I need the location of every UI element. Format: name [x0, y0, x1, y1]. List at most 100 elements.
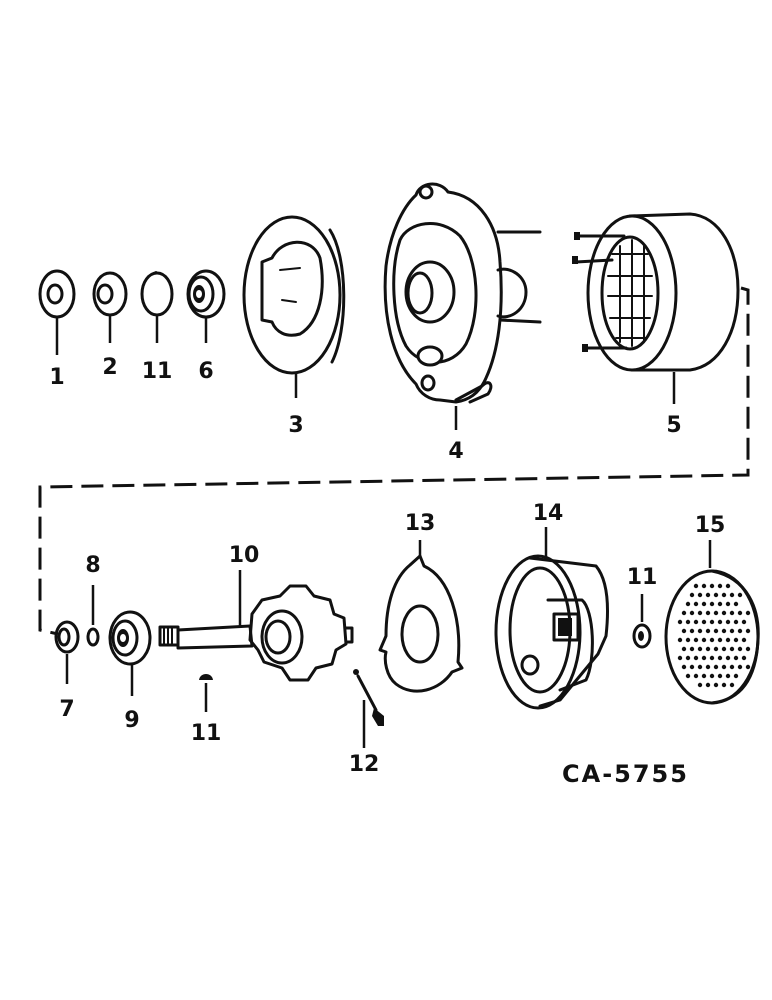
perforation-hole [705, 592, 711, 598]
perforation-hole [721, 610, 727, 616]
perforation-hole [733, 619, 739, 625]
label-part-11-row1: 11 [142, 359, 173, 384]
perforation-hole [745, 610, 751, 616]
label-part-10: 10 [229, 543, 260, 568]
perforation-hole [717, 583, 723, 589]
label-part-11-row2: 11 [191, 721, 222, 746]
perforation-hole [697, 610, 703, 616]
part-end-frame-14 [494, 527, 610, 710]
perforation-hole [737, 664, 743, 670]
perforation-hole [701, 601, 707, 607]
perforation-hole [681, 610, 687, 616]
perforation-hole [705, 682, 711, 688]
perforation-hole [713, 628, 719, 634]
part-washer-8 [86, 585, 100, 647]
part-key-11 [199, 674, 213, 712]
perforation-hole [709, 655, 715, 661]
perforation-hole [689, 610, 695, 616]
perforation-hole [705, 610, 711, 616]
perforation-hole [729, 682, 735, 688]
perforation-hole [709, 601, 715, 607]
part-retainer-plate-3 [242, 215, 346, 398]
perforation-hole [725, 673, 731, 679]
label-part-12: 12 [349, 752, 380, 777]
label-part-7: 7 [59, 697, 74, 722]
perforation-hole [705, 664, 711, 670]
perforation-hole [721, 682, 727, 688]
perforation-hole [729, 628, 735, 634]
perforation-hole [721, 664, 727, 670]
perforation-hole [729, 610, 735, 616]
perforation-hole [725, 637, 731, 643]
perforation-hole [717, 619, 723, 625]
label-part-9: 9 [124, 708, 139, 733]
label-part-2: 2 [102, 355, 117, 380]
perforation-hole [701, 583, 707, 589]
part-drive-end-frame-4 [383, 182, 542, 430]
part-lead-12 [353, 669, 384, 748]
perforation-hole [737, 646, 743, 652]
perforation-hole [681, 628, 687, 634]
perforation-hole [745, 628, 751, 634]
perforation-hole [701, 637, 707, 643]
perforation-hole [697, 592, 703, 598]
perforation-hole [693, 673, 699, 679]
part-washer-1 [38, 269, 76, 355]
perforation-hole [729, 664, 735, 670]
perforation-hole [693, 637, 699, 643]
perforation-hole [717, 601, 723, 607]
perforation-hole [737, 592, 743, 598]
perforation-hole [733, 601, 739, 607]
perforation-hole [713, 646, 719, 652]
perforation-hole [729, 592, 735, 598]
perforation-hole [725, 655, 731, 661]
perforation-hole [685, 673, 691, 679]
label-part-11-row2b: 11 [627, 565, 658, 590]
perforation-hole [737, 610, 743, 616]
perforation-hole [725, 583, 731, 589]
perforation-hole [701, 655, 707, 661]
perforation-hole [745, 664, 751, 670]
perforation-hole [677, 655, 683, 661]
perforation-hole [685, 601, 691, 607]
part-nut-7 [54, 620, 80, 684]
label-part-14: 14 [533, 501, 564, 526]
perforation-hole [733, 637, 739, 643]
perforation-hole [709, 673, 715, 679]
screen-perforations [677, 583, 751, 688]
perforation-hole [689, 646, 695, 652]
part-stator-5 [572, 212, 740, 404]
perforation-hole [685, 637, 691, 643]
perforation-hole [741, 655, 747, 661]
perforation-hole [697, 664, 703, 670]
part-screen-15 [664, 540, 760, 705]
perforation-hole [681, 664, 687, 670]
perforation-hole [681, 646, 687, 652]
perforation-hole [725, 619, 731, 625]
perforation-hole [745, 646, 751, 652]
perforation-hole [689, 628, 695, 634]
perforation-hole [701, 673, 707, 679]
perforation-hole [709, 619, 715, 625]
label-part-6: 6 [198, 359, 213, 384]
perforation-hole [721, 628, 727, 634]
perforation-hole [717, 637, 723, 643]
perforation-hole [737, 628, 743, 634]
perforation-hole [721, 592, 727, 598]
perforation-hole [717, 655, 723, 661]
perforation-hole [717, 673, 723, 679]
perforation-hole [685, 655, 691, 661]
perforation-hole [709, 583, 715, 589]
perforation-hole [693, 655, 699, 661]
part-nut-11 [632, 594, 652, 649]
label-part-4: 4 [448, 439, 463, 464]
perforation-hole [693, 583, 699, 589]
reference-code: CA-5755 [562, 760, 689, 788]
perforation-hole [677, 637, 683, 643]
perforation-hole [713, 682, 719, 688]
perforation-hole [697, 646, 703, 652]
perforation-hole [733, 655, 739, 661]
label-part-13: 13 [405, 511, 436, 536]
part-baffle-plate-13 [378, 540, 464, 693]
